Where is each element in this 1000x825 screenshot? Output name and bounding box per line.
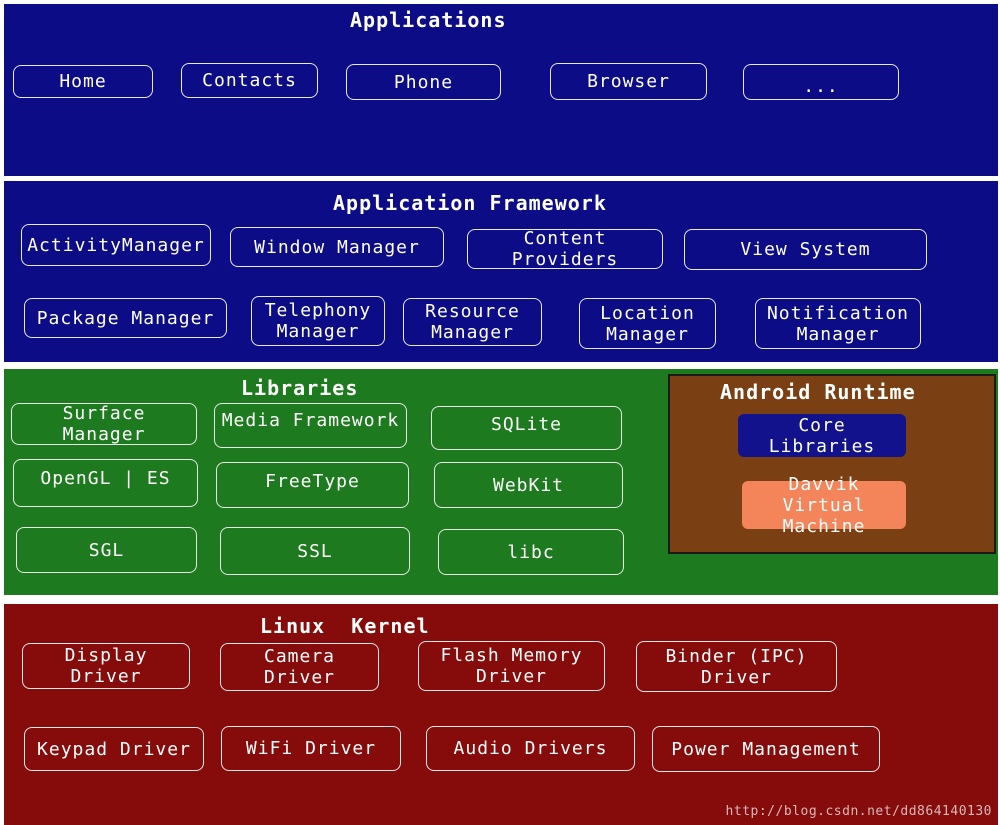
kernel-binder-ipc-driver: Binder (IPC) Driver — [636, 641, 837, 692]
kernel-camera-driver: Camera Driver — [220, 643, 379, 691]
lib-webkit: WebKit — [434, 462, 623, 508]
framework-location-manager: Location Manager — [579, 298, 716, 349]
framework-package-manager: Package Manager — [24, 298, 227, 338]
lib-libc: libc — [438, 529, 624, 575]
kernel-wifi-driver: WiFi Driver — [221, 726, 401, 771]
framework-telephony-manager: Telephony Manager — [251, 296, 385, 346]
app-more: ... — [743, 64, 899, 100]
lib-surface-manager: Surface Manager — [11, 403, 197, 445]
kernel-flash-memory-driver: Flash Memory Driver — [418, 641, 605, 691]
framework-resource-manager: Resource Manager — [403, 298, 542, 346]
framework-view-system: View System — [684, 229, 927, 270]
runtime-title: Android Runtime — [720, 380, 916, 404]
runtime-core-libraries: Core Libraries — [738, 414, 906, 457]
framework-window-manager: Window Manager — [230, 227, 444, 267]
framework-activity-manager: ActivityManager — [21, 224, 211, 266]
linux-kernel-layer — [4, 604, 998, 825]
lib-media-framework: Media Framework — [214, 403, 407, 448]
applications-layer — [4, 4, 998, 176]
lib-ssl: SSL — [220, 527, 410, 575]
lib-sqlite: SQLite — [431, 406, 622, 450]
libraries-title: Libraries — [241, 376, 359, 400]
kernel-audio-drivers: Audio Drivers — [426, 726, 635, 771]
lib-opengl-es: OpenGL | ES — [13, 459, 198, 507]
application-framework-layer — [4, 181, 998, 362]
applications-title: Applications — [350, 8, 507, 32]
kernel-title: Linux Kernel — [260, 614, 430, 638]
framework-notification-manager: Notification Manager — [755, 298, 921, 349]
kernel-power-management: Power Management — [652, 726, 880, 772]
framework-content-providers: Content Providers — [467, 228, 663, 270]
lib-sgl: SGL — [16, 527, 197, 573]
kernel-keypad-driver: Keypad Driver — [24, 727, 204, 771]
lib-freetype: FreeType — [216, 462, 409, 508]
runtime-dalvik-vm: Davvik Virtual Machine — [742, 474, 906, 537]
app-phone: Phone — [346, 64, 501, 100]
kernel-display-driver: Display Driver — [22, 643, 190, 689]
framework-title: Application Framework — [333, 191, 607, 215]
app-browser: Browser — [550, 63, 707, 100]
watermark-url: http://blog.csdn.net/dd864140130 — [725, 804, 992, 819]
app-contacts: Contacts — [181, 63, 318, 98]
app-home: Home — [13, 65, 153, 98]
